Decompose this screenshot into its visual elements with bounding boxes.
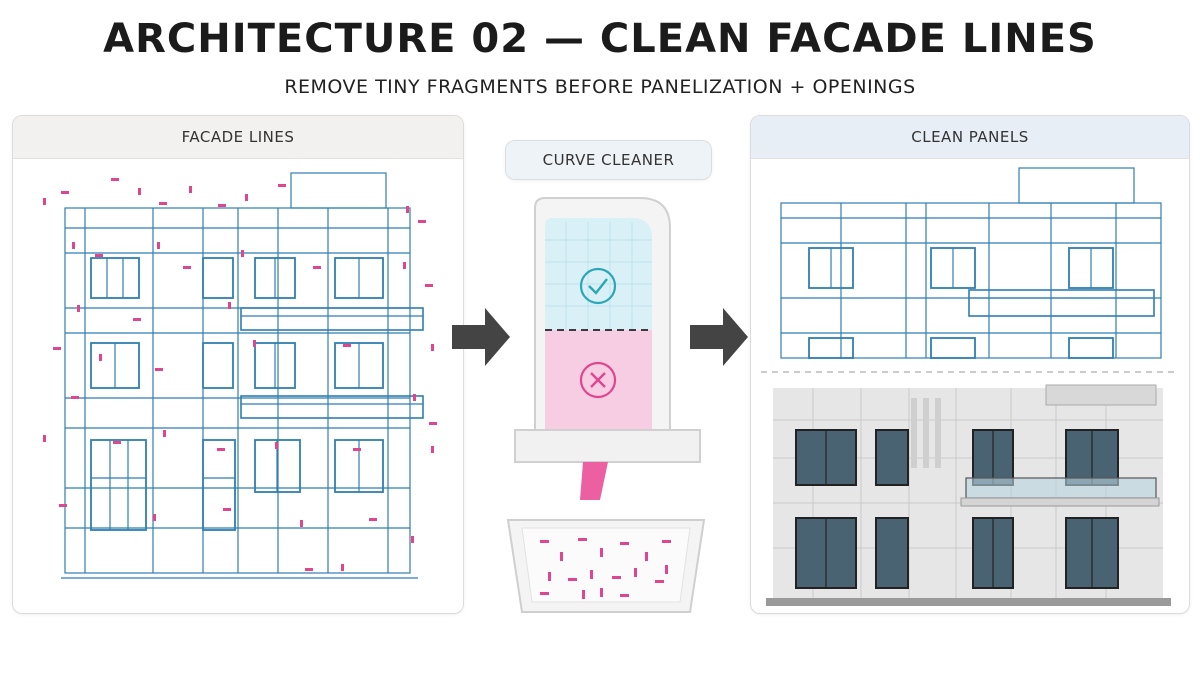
roof-block: [290, 172, 387, 209]
window: [90, 257, 140, 299]
door: [202, 439, 236, 531]
balcony: [240, 307, 424, 331]
filter-device: [514, 197, 701, 500]
page-title: ARCHITECTURE 02 — CLEAN FACADE LINES: [103, 16, 1097, 62]
window: [90, 439, 147, 531]
clean-panels-drawing: [761, 167, 1179, 606]
balcony: [240, 395, 424, 419]
fragment-tray: [506, 519, 706, 613]
window: [202, 257, 234, 299]
tiny-fragments: [43, 178, 437, 571]
facade-lines-panel: FACADE LINES: [12, 115, 464, 614]
facade-lines-drawing: [43, 172, 437, 579]
check-circle-icon: [579, 267, 617, 305]
page-subtitle: REMOVE TINY FRAGMENTS BEFORE PANELIZATIO…: [284, 76, 916, 98]
facade-lines-label: FACADE LINES: [13, 116, 463, 159]
rendered-facade: [766, 384, 1171, 606]
window: [202, 342, 234, 389]
curve-cleaner-label: CURVE CLEANER: [506, 141, 711, 179]
discard-chute: [580, 462, 608, 500]
clean-panels-label: CLEAN PANELS: [751, 116, 1189, 159]
curve-cleaner-label-box: CURVE CLEANER: [505, 140, 712, 180]
right-arrow-icon: [690, 308, 748, 366]
x-circle-icon: [579, 361, 617, 399]
clean-panels-panel: CLEAN PANELS: [750, 115, 1190, 614]
